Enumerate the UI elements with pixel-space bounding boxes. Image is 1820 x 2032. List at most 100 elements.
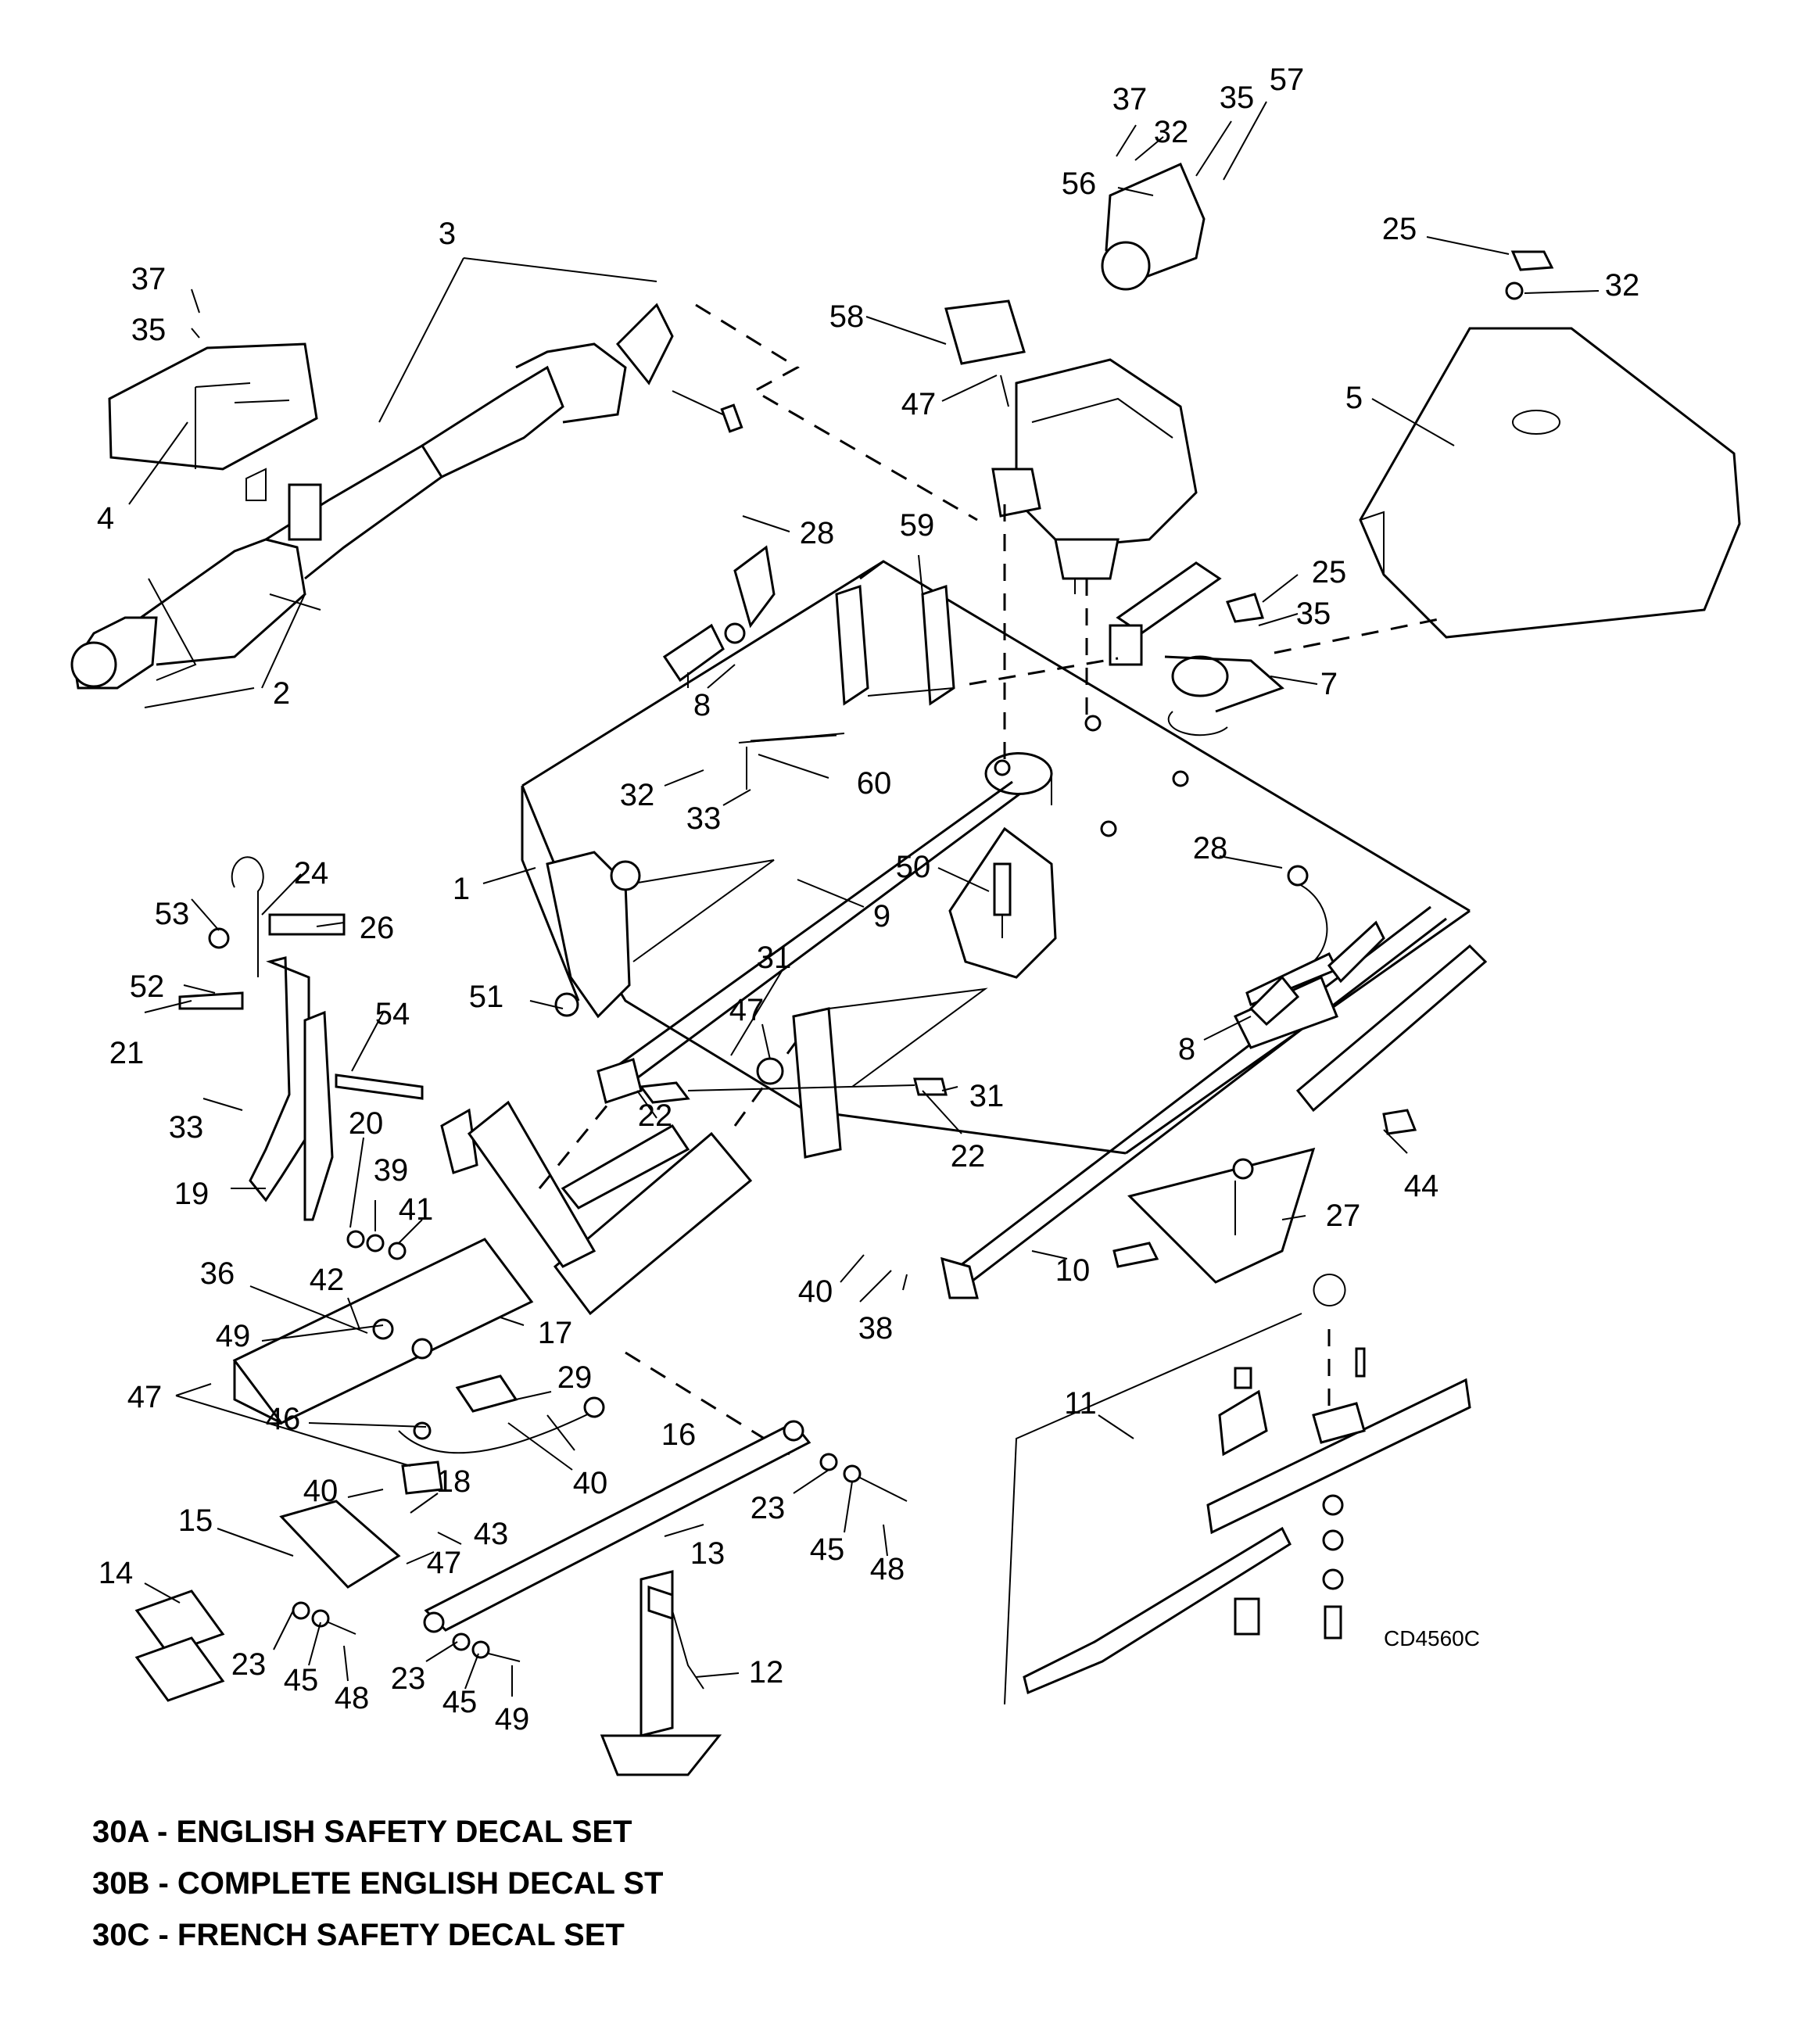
callout-c70: 13: [690, 1536, 725, 1571]
callout-c7: 32: [1605, 268, 1640, 303]
callout-c73: 45: [284, 1663, 319, 1697]
callout-c65: 15: [178, 1503, 213, 1538]
callout-c22: 32: [620, 778, 655, 812]
callout-c28: 9: [873, 899, 890, 934]
callout-c23: 60: [857, 766, 892, 801]
callout-c4: 57: [1270, 63, 1305, 97]
callout-c39: 33: [169, 1110, 204, 1145]
callout-c63: 18: [436, 1464, 471, 1499]
callout-c72: 23: [231, 1647, 267, 1682]
callout-c20: 2: [273, 676, 290, 711]
leader-lines: [128, 101, 1600, 1697]
gearbox-shield: [1359, 250, 1741, 639]
callout-c71: 14: [99, 1556, 134, 1590]
callout-c57: 47: [127, 1380, 163, 1414]
callout-c49: 36: [200, 1256, 235, 1291]
left-a-bracket: [546, 851, 988, 1159]
callout-c19: 7: [1320, 667, 1338, 701]
upper-links: [662, 545, 1222, 706]
callout-c48: 27: [1326, 1199, 1361, 1233]
callout-c77: 49: [495, 1702, 530, 1736]
callout-c27: 1: [453, 872, 470, 906]
callout-c25: 50: [896, 850, 931, 884]
callout-c54: 17: [538, 1316, 573, 1350]
callout-c60: 16: [661, 1417, 697, 1452]
callout-c74: 48: [335, 1681, 370, 1715]
callout-c21: 8: [693, 688, 711, 722]
callout-c15: 28: [800, 516, 835, 550]
drive-shaft: [70, 303, 743, 690]
lower-links: [134, 1420, 908, 1702]
tongue-frame: [232, 1039, 799, 1456]
callout-c31: 26: [360, 911, 395, 945]
callout-c13: 5: [1345, 381, 1363, 415]
callout-c76: 45: [442, 1685, 478, 1719]
callout-c43: 19: [174, 1177, 210, 1211]
gearbox: [944, 163, 1206, 594]
callout-c75: 23: [391, 1661, 426, 1696]
callout-c52: 10: [1055, 1253, 1091, 1288]
hitch-brackets: [178, 856, 478, 1221]
callout-c11: 58: [829, 299, 865, 334]
callout-c53: 49: [216, 1319, 251, 1353]
callout-c56: 11: [1064, 1386, 1097, 1421]
callout-c2: 32: [1154, 115, 1189, 149]
callout-c18: 35: [1296, 597, 1331, 631]
callout-c35: 51: [469, 980, 504, 1014]
callout-c17: 25: [1312, 555, 1347, 590]
callout-c5: 56: [1062, 167, 1097, 201]
callout-c50: 42: [310, 1263, 345, 1297]
callout-c42: 31: [969, 1079, 1005, 1113]
callout-c40: 20: [349, 1106, 384, 1141]
callout-c24: 33: [686, 801, 722, 836]
parts-drawing: [70, 101, 1741, 1776]
callout-c46: 22: [951, 1139, 986, 1174]
rear-arm: [1112, 944, 1488, 1284]
callout-c67: 23: [751, 1491, 786, 1525]
callout-c1: 37: [1112, 82, 1148, 116]
callout-c30: 53: [155, 897, 190, 931]
callout-c59: 46: [266, 1402, 301, 1436]
blade-assembly: [1004, 1274, 1471, 1705]
callout-c45: 41: [399, 1192, 434, 1227]
callout-c61: 40: [573, 1466, 608, 1500]
callout-c33: 54: [375, 997, 410, 1031]
callout-c34: 21: [109, 1036, 145, 1070]
callout-labels: 37 32 35 57 56 25 32 3 37 35 58 47 5 4 2…: [97, 63, 1639, 1736]
drawing-id: CD4560C: [1384, 1626, 1480, 1650]
callout-c38: 8: [1178, 1032, 1195, 1066]
construction-lines: [695, 303, 1447, 766]
jack-stand: [600, 1570, 722, 1776]
callout-c41: 22: [638, 1098, 673, 1133]
decal-notes: 30A - ENGLISH SAFETY DECAL SET 30B - COM…: [92, 1806, 663, 1961]
callout-c32: 52: [130, 969, 165, 1004]
callout-c37: 47: [729, 993, 765, 1027]
callout-c14: 4: [97, 501, 114, 536]
right-pin-and-clip: [1249, 865, 1385, 1027]
callout-c3: 35: [1220, 81, 1255, 115]
callout-c9: 37: [131, 262, 167, 296]
note-30b: 30B - COMPLETE ENGLISH DECAL ST: [92, 1866, 664, 1901]
callout-c55: 38: [858, 1311, 894, 1346]
driveshaft-shield: [108, 342, 318, 501]
callout-c36: 31: [757, 941, 792, 975]
callout-c26: 28: [1193, 831, 1228, 865]
callout-c29: 24: [294, 856, 329, 891]
callout-c68: 45: [810, 1532, 845, 1567]
knob-and-plate: [1164, 593, 1284, 736]
note-30c: 30C - FRENCH SAFETY DECAL SET: [92, 1918, 625, 1952]
callout-c69: 48: [870, 1552, 905, 1586]
callout-c10: 35: [131, 313, 167, 347]
callout-c66: 47: [427, 1546, 462, 1580]
callout-c62: 40: [303, 1474, 339, 1508]
callout-c44: 39: [374, 1153, 409, 1188]
callout-c78: 12: [749, 1655, 784, 1690]
callout-c12: 47: [901, 387, 937, 421]
chain-and-hardware: [346, 1230, 605, 1454]
callout-c64: 43: [474, 1517, 509, 1551]
inset-bolt-detail: [948, 826, 1057, 979]
callout-c16: 59: [900, 508, 935, 543]
callout-c58: 29: [557, 1360, 593, 1395]
callout-c51: 40: [798, 1274, 833, 1309]
